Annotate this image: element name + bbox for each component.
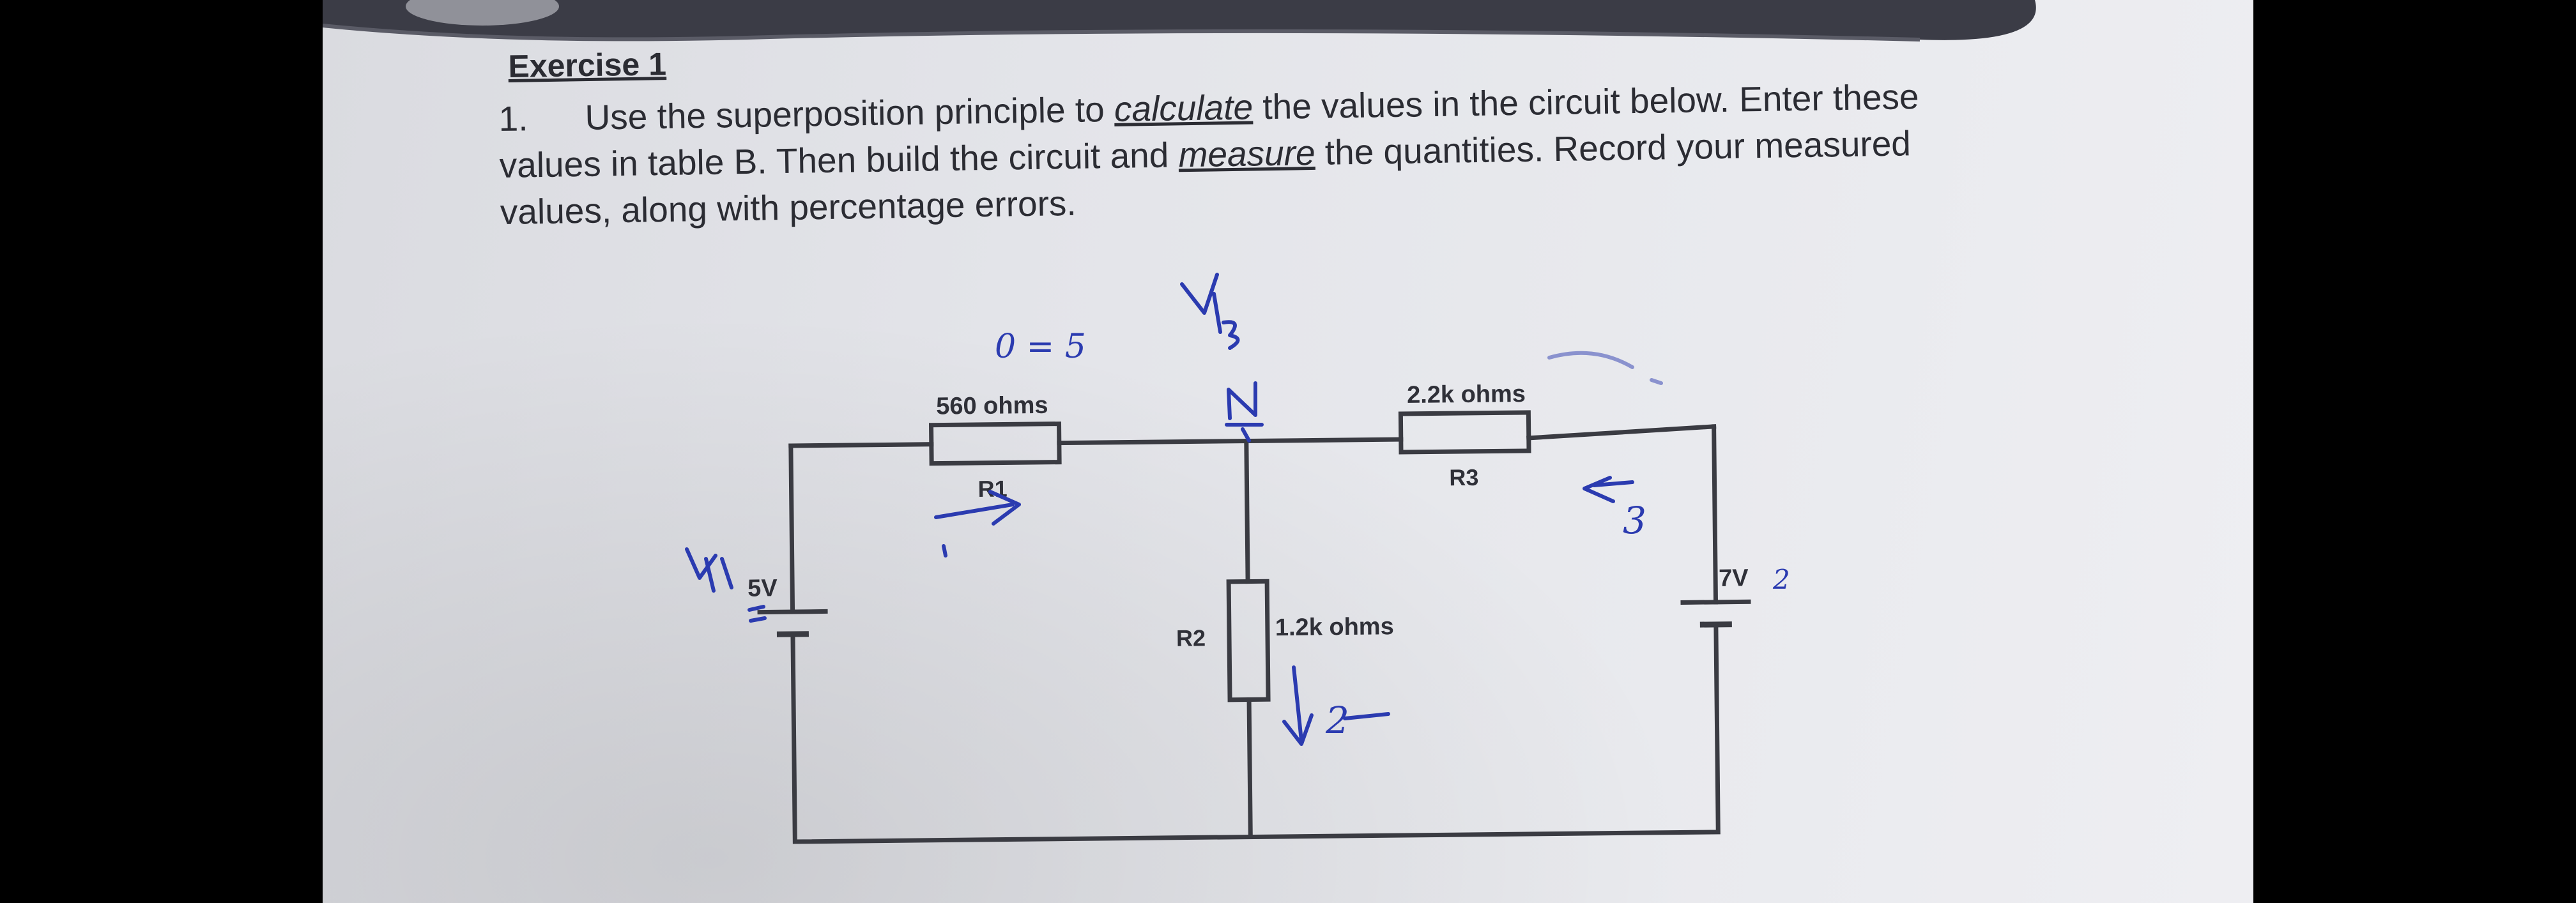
node-ink-mark bbox=[1225, 381, 1264, 443]
left-letterbox bbox=[0, 0, 323, 903]
note-r2-underline bbox=[1343, 712, 1390, 720]
resistor-r1 bbox=[928, 421, 1062, 466]
r2-name-label: R2 bbox=[1176, 625, 1206, 651]
left-source-ink-mark bbox=[685, 547, 733, 593]
note-right-source: 2 bbox=[1772, 564, 1790, 595]
r1-value-label: 560 ohms bbox=[936, 392, 1048, 420]
note-r2-current: 2 bbox=[1325, 699, 1349, 742]
resistor-r2 bbox=[1226, 579, 1271, 702]
battery-right bbox=[1680, 599, 1751, 628]
current-arrow-r3 bbox=[1583, 476, 1634, 503]
right-letterbox bbox=[2253, 0, 2576, 903]
current-arrow-r1 bbox=[934, 490, 1021, 558]
binder-edge bbox=[323, 0, 2036, 42]
handwritten-v-mark bbox=[1180, 273, 1240, 350]
circuit-wires bbox=[788, 424, 1721, 844]
note-top: 0 = 5 bbox=[995, 328, 1086, 366]
note-r3-current: 3 bbox=[1623, 499, 1646, 542]
r3-name-label: R3 bbox=[1449, 464, 1478, 490]
source-right-label: 7V bbox=[1719, 565, 1749, 591]
r3-value-label: 2.2k ohms bbox=[1407, 381, 1526, 409]
handwritten-notes: 0 = 5 3 2 2 bbox=[685, 273, 1790, 746]
source-left-label: 5V bbox=[747, 575, 778, 602]
battery-left bbox=[757, 609, 828, 637]
worksheet-paper: Exercise 1 1.Use the superposition princ… bbox=[323, 0, 2253, 903]
current-arrow-r2 bbox=[1282, 665, 1314, 746]
r2-value-label: 1.2k ohms bbox=[1275, 613, 1394, 641]
left-battery-ink-tick bbox=[747, 605, 767, 623]
resistor-r3 bbox=[1398, 410, 1531, 455]
circuit-diagram: 560 ohms R1 2.2k ohms R3 1.2k ohms R2 5V… bbox=[685, 273, 1790, 844]
faint-arc-mark bbox=[1547, 351, 1663, 385]
